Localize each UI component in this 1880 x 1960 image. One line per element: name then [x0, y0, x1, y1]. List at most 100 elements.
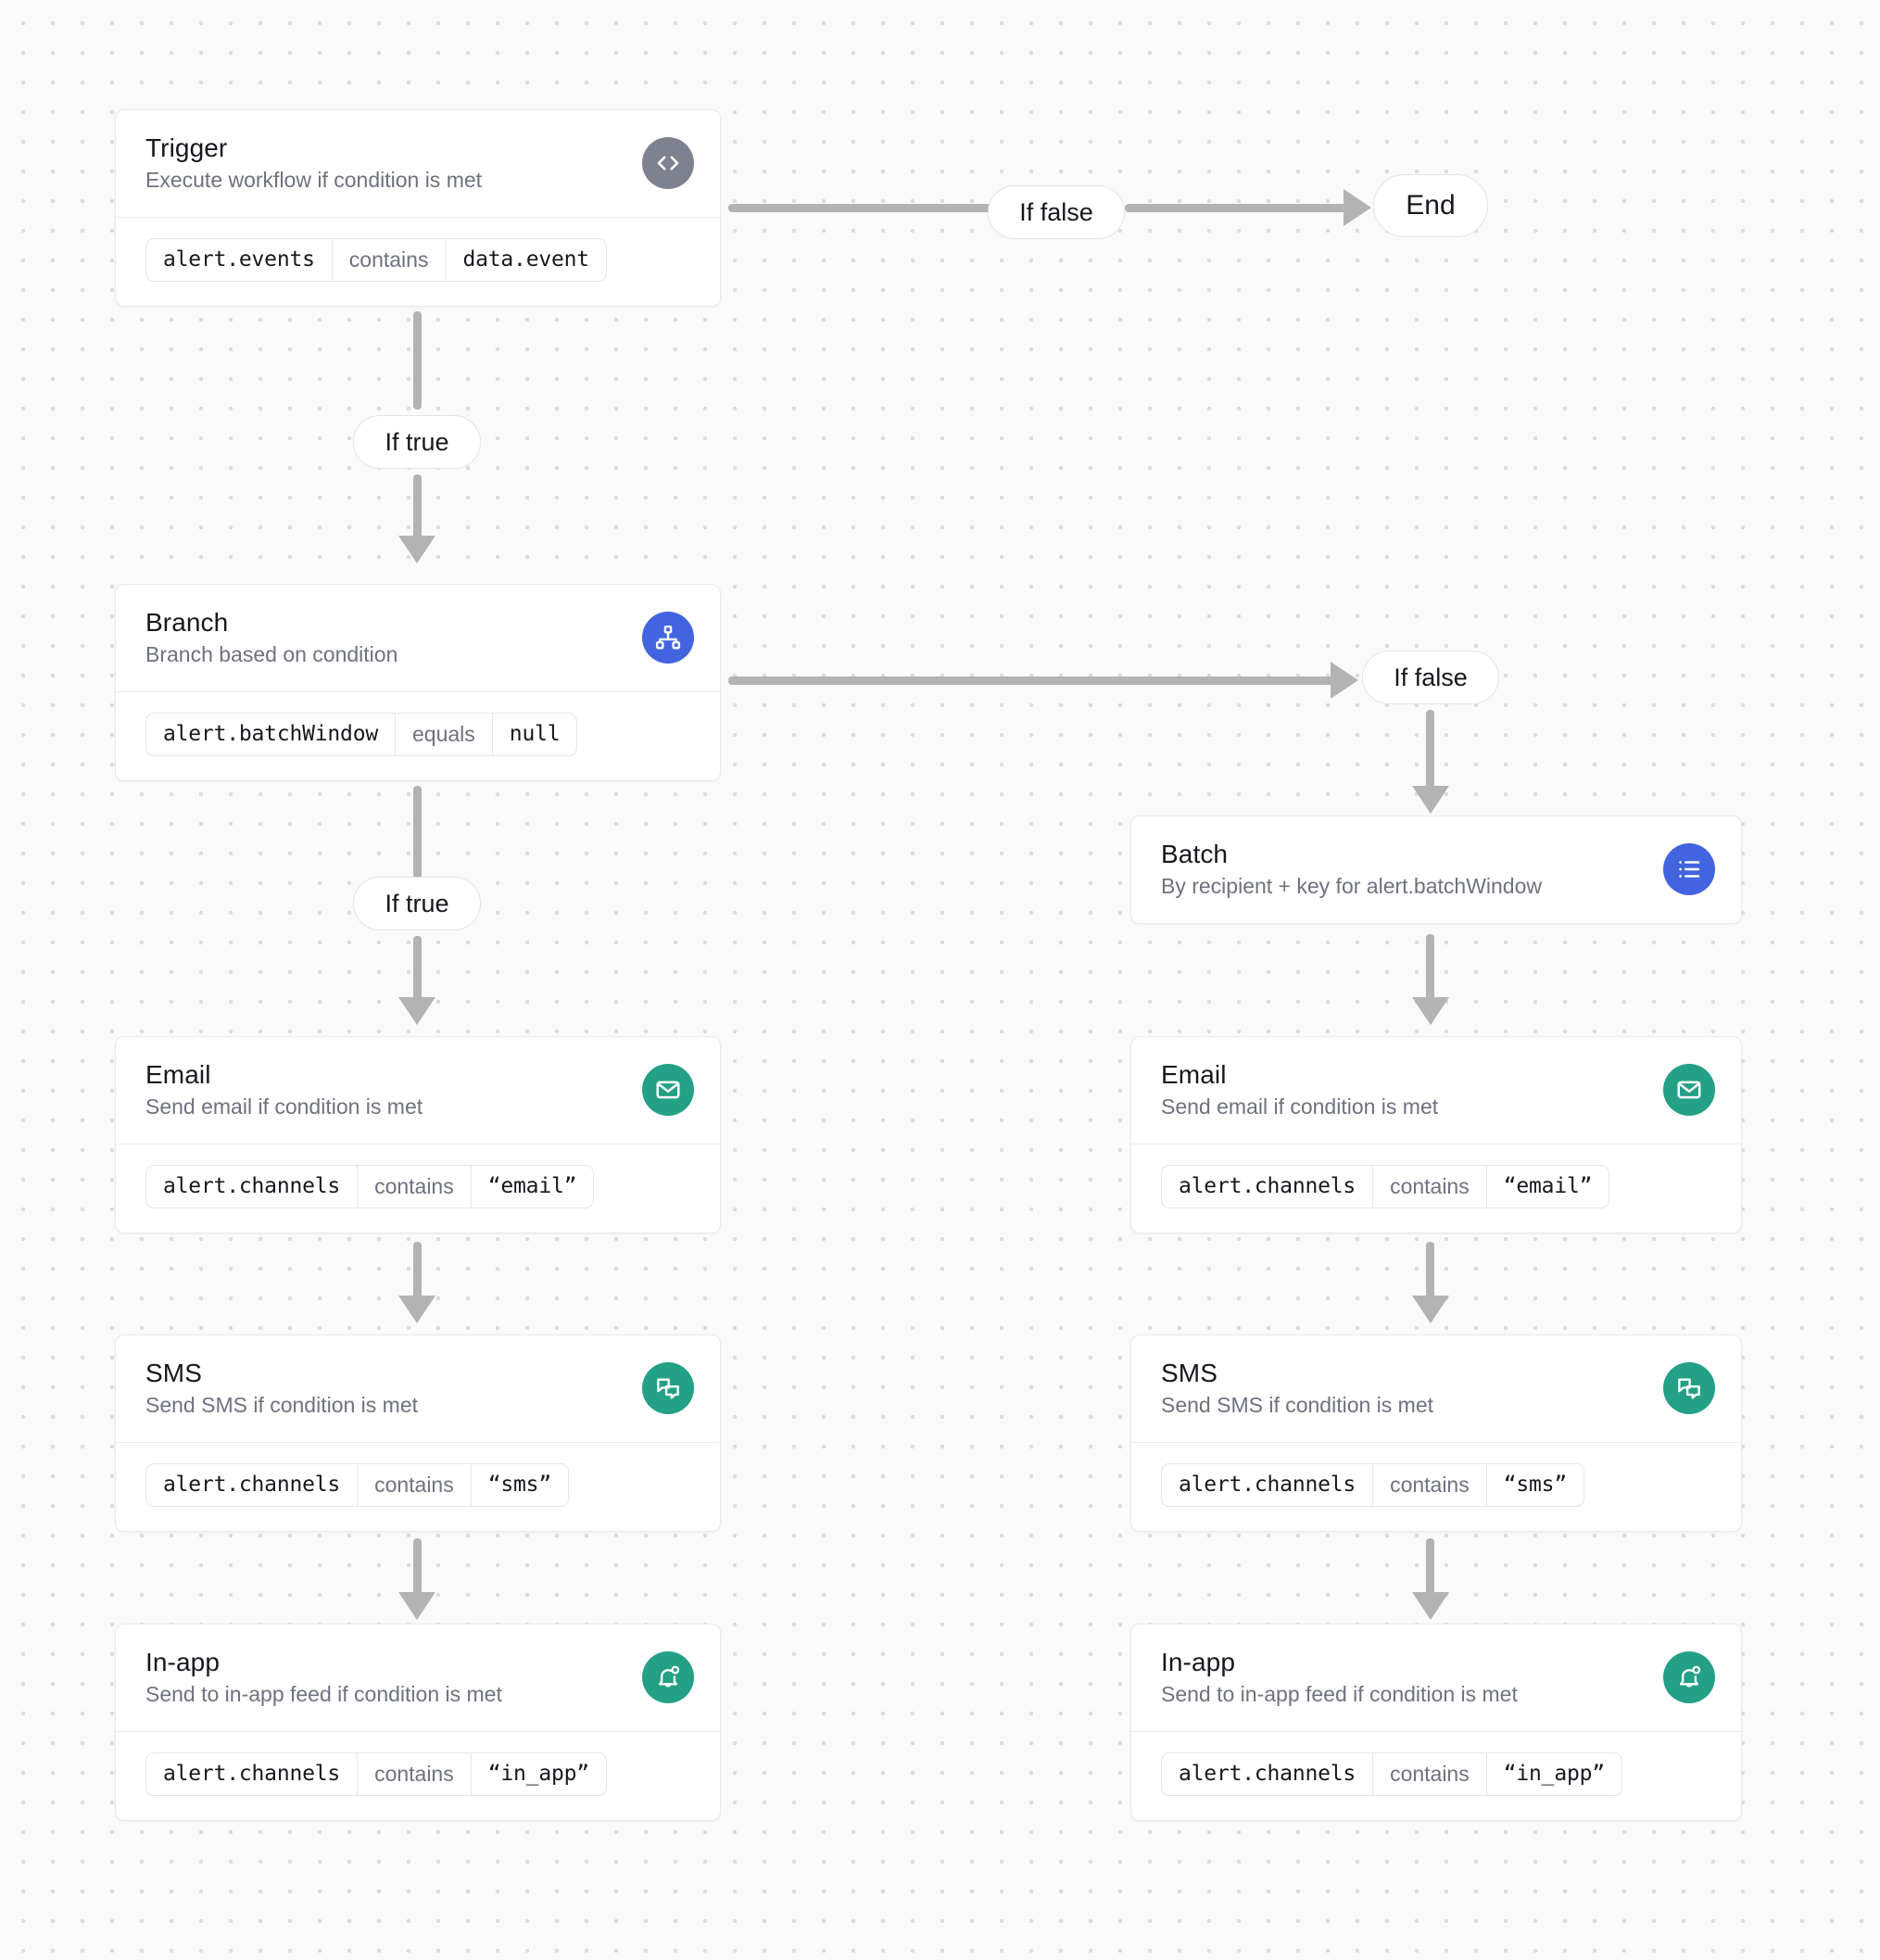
email-left-title: Email [145, 1060, 211, 1089]
node-card-inapp-left[interactable]: In-app Send to in-app feed if condition … [115, 1624, 721, 1821]
connector-sms-to-inapp-left [413, 1538, 422, 1596]
connector-batch-to-email-right [1426, 934, 1434, 1001]
condition-operator: contains [357, 1752, 472, 1795]
node-card-sms-left[interactable]: SMS Send SMS if condition is met alert.c… [115, 1334, 721, 1532]
edge-label-branch-if-true[interactable]: If true [353, 877, 481, 930]
edge-label-trigger-if-true[interactable]: If true [353, 415, 481, 469]
branch-condition[interactable]: alert.batchWindow equals null [145, 712, 578, 756]
email-right-subtitle: Send email if condition is met [1161, 1094, 1439, 1119]
sms-left-condition[interactable]: alert.channels contains “sms” [145, 1462, 569, 1507]
inapp-right-card-body: alert.channels contains “in_app” [1131, 1730, 1741, 1820]
node-card-batch[interactable]: Batch By recipient + key for alert.batch… [1130, 816, 1742, 924]
sms-left-subtitle: Send SMS if condition is met [145, 1393, 419, 1418]
sms-left-card-header: SMS Send SMS if condition is met [116, 1335, 720, 1442]
trigger-title: Trigger [145, 133, 228, 162]
node-card-trigger[interactable]: Trigger Execute workflow if condition is… [115, 109, 721, 307]
inapp-left-title: In-app [145, 1648, 220, 1676]
node-card-inapp-right[interactable]: In-app Send to in-app feed if condition … [1130, 1624, 1742, 1821]
branch-card-header: Branch Branch based on condition [116, 585, 720, 691]
email-left-subtitle: Send email if condition is met [145, 1094, 423, 1119]
email-right-card-header: Email Send email if condition is met [1131, 1037, 1741, 1144]
chat-bubbles-icon [1663, 1362, 1715, 1415]
condition-field: alert.events [163, 247, 315, 272]
connector-email-to-sms-left [413, 1242, 422, 1299]
trigger-card-header: Trigger Execute workflow if condition is… [116, 110, 720, 217]
trigger-subtitle: Execute workflow if condition is met [145, 168, 483, 193]
condition-value: “email” [487, 1173, 577, 1198]
sms-right-title: SMS [1161, 1359, 1218, 1387]
node-card-email-left[interactable]: Email Send email if condition is met ale… [115, 1036, 721, 1233]
envelope-icon [642, 1064, 694, 1117]
email-left-card-header: Email Send email if condition is met [116, 1037, 720, 1144]
trigger-condition[interactable]: alert.events contains data.event [145, 237, 607, 282]
condition-operator: contains [1372, 1165, 1487, 1208]
sms-right-subtitle: Send SMS if condition is met [1161, 1393, 1434, 1418]
branch-title: Branch [145, 608, 229, 637]
condition-field: alert.channels [1179, 1472, 1356, 1497]
node-card-email-right[interactable]: Email Send email if condition is met ale… [1130, 1036, 1742, 1233]
sms-left-card-body: alert.channels contains “sms” [116, 1441, 720, 1531]
node-card-sms-right[interactable]: SMS Send SMS if condition is met alert.c… [1130, 1334, 1742, 1532]
arrowhead-to-inapp-left [398, 1592, 435, 1620]
inapp-right-condition[interactable]: alert.channels contains “in_app” [1161, 1751, 1622, 1796]
inapp-left-card-body: alert.channels contains “in_app” [116, 1730, 720, 1820]
arrowhead-to-branch [398, 536, 435, 563]
condition-operator: equals [395, 713, 493, 755]
arrowhead-to-inapp-right [1412, 1592, 1449, 1620]
connector-iftrue-to-email-left [413, 936, 422, 1001]
connector-branch-to-iftrue [413, 786, 422, 888]
branch-card-body: alert.batchWindow equals null [116, 690, 720, 780]
condition-value: null [509, 721, 561, 746]
arrowhead-to-sms-right [1412, 1296, 1449, 1323]
email-left-card-body: alert.channels contains “email” [116, 1143, 720, 1233]
condition-value: “email” [1503, 1173, 1593, 1198]
condition-field: alert.channels [163, 1472, 341, 1497]
connector-iffalse-to-batch [1426, 710, 1434, 791]
inapp-right-title: In-app [1161, 1648, 1235, 1676]
sms-right-condition[interactable]: alert.channels contains “sms” [1161, 1462, 1584, 1507]
condition-operator: contains [357, 1165, 472, 1208]
connector-email-to-sms-right [1426, 1242, 1434, 1299]
arrowhead-to-sms-left [398, 1296, 435, 1323]
sms-left-title: SMS [145, 1359, 202, 1387]
condition-operator: contains [331, 238, 447, 281]
edge-label-trigger-if-false[interactable]: If false [988, 185, 1125, 239]
list-icon [1663, 843, 1715, 896]
bell-icon [1663, 1651, 1715, 1704]
connector-branch-to-iffalse [728, 677, 1340, 685]
condition-value: data.event [462, 247, 589, 272]
condition-value: “sms” [487, 1472, 551, 1497]
condition-field: alert.channels [163, 1761, 341, 1786]
email-right-condition[interactable]: alert.channels contains “email” [1161, 1164, 1610, 1208]
email-left-condition[interactable]: alert.channels contains “email” [145, 1164, 595, 1208]
email-right-card-body: alert.channels contains “email” [1131, 1143, 1741, 1233]
chat-bubbles-icon [642, 1362, 694, 1415]
connector-trigger-to-iftrue [413, 311, 422, 410]
batch-subtitle: By recipient + key for alert.batchWindow [1161, 874, 1542, 899]
condition-value: “in_app” [1503, 1761, 1605, 1786]
trigger-card-body: alert.events contains data.event [116, 216, 720, 306]
sms-right-card-body: alert.channels contains “sms” [1131, 1441, 1741, 1531]
branch-subtitle: Branch based on condition [145, 642, 398, 667]
arrowhead-to-email-right [1412, 997, 1449, 1025]
sitemap-icon [642, 612, 694, 664]
inapp-right-card-header: In-app Send to in-app feed if condition … [1131, 1625, 1741, 1731]
inapp-left-condition[interactable]: alert.channels contains “in_app” [145, 1751, 607, 1796]
batch-title: Batch [1161, 840, 1229, 868]
email-right-title: Email [1161, 1060, 1227, 1089]
node-card-branch[interactable]: Branch Branch based on condition alert.b… [115, 584, 721, 781]
condition-operator: contains [1372, 1463, 1487, 1506]
edge-label-branch-if-false[interactable]: If false [1362, 651, 1499, 704]
sms-right-card-header: SMS Send SMS if condition is met [1131, 1335, 1741, 1442]
arrowhead-to-email-left [398, 997, 435, 1025]
node-end[interactable]: End [1373, 174, 1488, 237]
condition-field: alert.batchWindow [163, 721, 379, 746]
inapp-right-subtitle: Send to in-app feed if condition is met [1161, 1682, 1518, 1707]
inapp-left-subtitle: Send to in-app feed if condition is met [145, 1682, 502, 1707]
bell-icon [642, 1651, 694, 1704]
batch-card-header: Batch By recipient + key for alert.batch… [1131, 816, 1741, 923]
condition-value: “in_app” [487, 1761, 589, 1786]
code-brackets-icon [642, 137, 694, 190]
inapp-left-card-header: In-app Send to in-app feed if condition … [116, 1625, 720, 1731]
